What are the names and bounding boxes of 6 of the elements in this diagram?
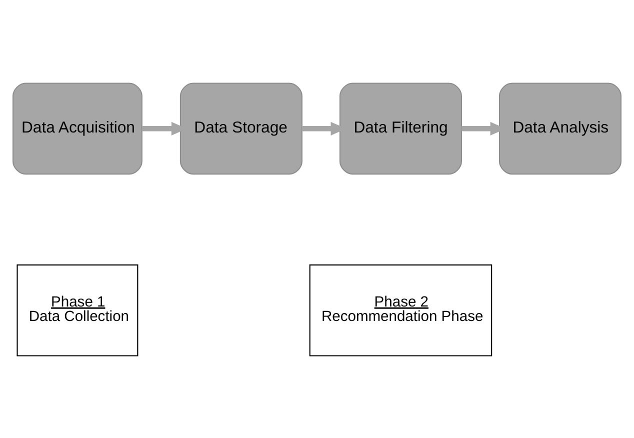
node-box: Data Acquisition (12, 82, 142, 174)
node-box: Data Storage (180, 82, 302, 174)
node-box: Phase 1 Data Collection (16, 264, 138, 356)
node-box: Phase 2 Recommendation Phase (309, 264, 492, 356)
node-box: Data Analysis (498, 82, 622, 174)
node-box: Data Filtering (339, 82, 462, 174)
